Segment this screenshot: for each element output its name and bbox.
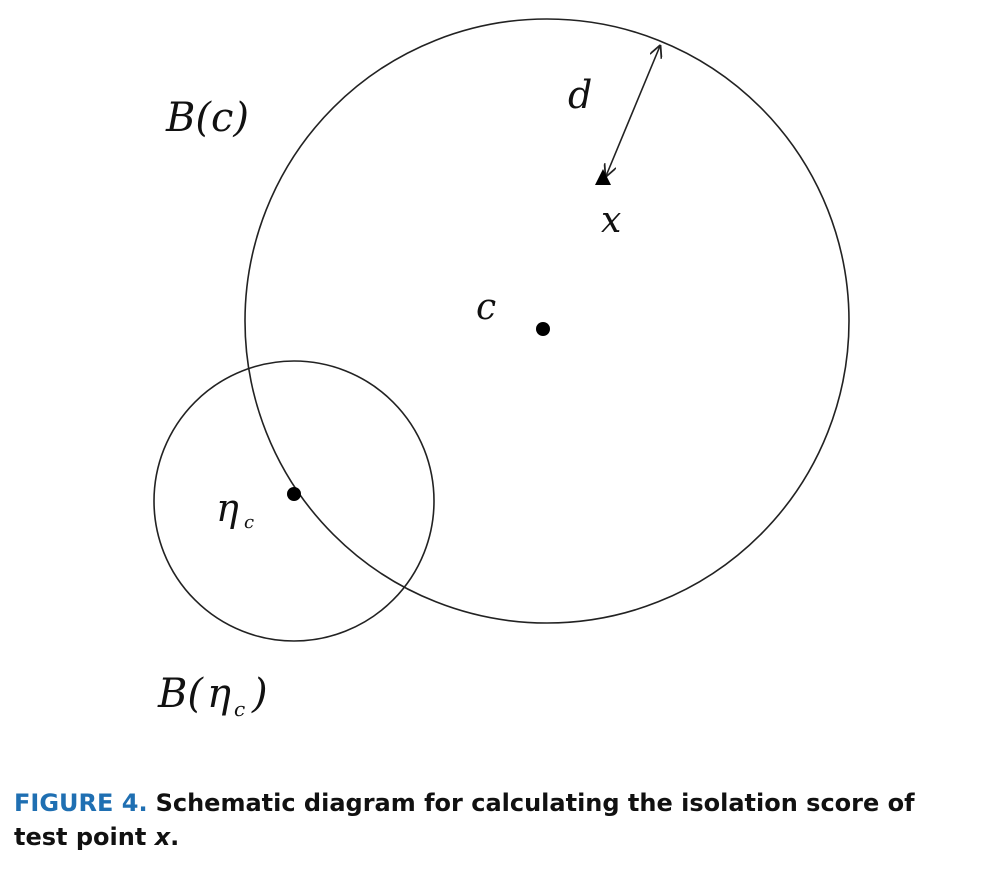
label-small-ball-subscript: c <box>234 697 245 721</box>
label-small-ball: B( η c ) <box>157 671 268 721</box>
caption-text: Schematic diagram for calculating the is… <box>14 789 915 851</box>
label-small-ball-close: ) <box>251 671 268 717</box>
ball-c-circle <box>244 18 850 624</box>
label-big-ball: B(c) <box>165 95 249 141</box>
distance-arrow <box>606 46 660 176</box>
center-point-marker <box>536 322 550 336</box>
label-small-ball-eta: η <box>207 671 231 717</box>
schematic-diagram: B(c) d x c η c B( η c ) <box>153 18 850 721</box>
label-test-point: x <box>601 200 621 241</box>
label-eta-symbol: η <box>216 486 239 530</box>
figure-caption: FIGURE 4.Schematic diagram for calculati… <box>14 786 964 854</box>
label-small-ball-B: B( <box>157 671 204 717</box>
label-eta-subscript: c <box>244 512 254 533</box>
eta-point-marker <box>287 487 301 501</box>
label-distance: d <box>568 73 592 117</box>
caption-variable: x <box>154 823 171 851</box>
ball-eta-circle <box>153 360 435 642</box>
label-center: c <box>476 287 496 328</box>
label-eta: η c <box>216 486 254 533</box>
figure-label: FIGURE 4. <box>14 789 148 817</box>
caption-end: . <box>170 823 180 851</box>
test-point-marker <box>595 169 611 185</box>
